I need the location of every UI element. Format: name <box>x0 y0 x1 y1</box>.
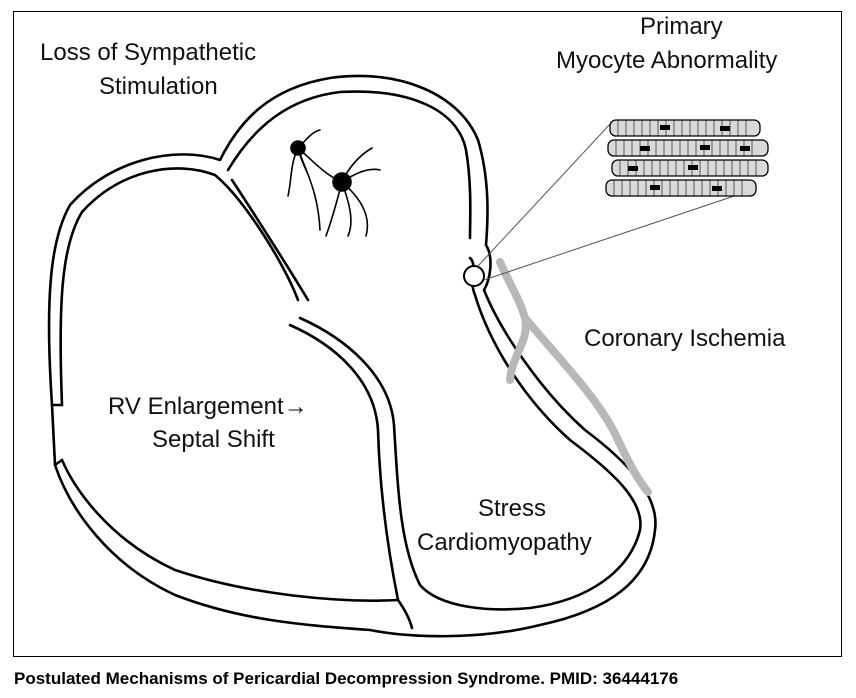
heart-outline-icon <box>47 74 657 638</box>
label-coronary: Coronary Ischemia <box>584 325 786 352</box>
label-loss-sympathetic-2: Stimulation <box>99 73 218 100</box>
label-loss-sympathetic-1: Loss of Sympathetic <box>40 39 257 66</box>
label-rv-2: Septal Shift <box>152 426 275 453</box>
sympathetic-neuron-icon <box>287 129 381 237</box>
label-stress-2: Cardiomyopathy <box>417 529 592 556</box>
callout-lines <box>463 121 753 287</box>
label-primary-1: Primary <box>640 13 723 40</box>
label-primary-2: Myocyte Abnormality <box>556 47 778 74</box>
label-rv-1: RV Enlargement→ <box>108 393 308 420</box>
figure-frame <box>13 11 842 657</box>
figure-caption: Postulated Mechanisms of Pericardial Dec… <box>14 669 679 688</box>
label-stress-1: Stress <box>478 495 547 522</box>
coronary-vessel-icon <box>496 258 652 496</box>
myocyte-cluster-icon <box>605 119 769 197</box>
